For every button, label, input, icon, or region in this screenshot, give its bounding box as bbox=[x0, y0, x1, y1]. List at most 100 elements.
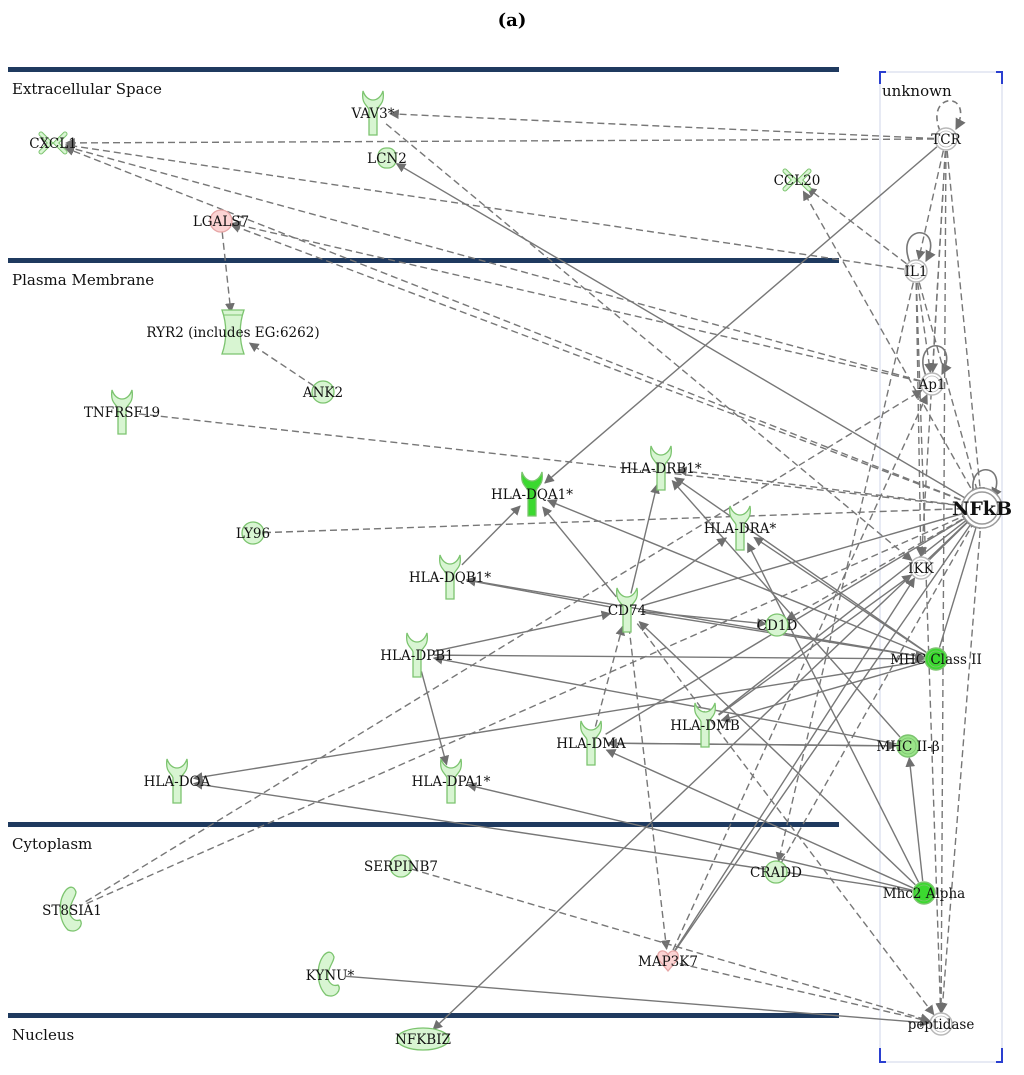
edge-mhc2a-hla_dra bbox=[747, 542, 920, 883]
node-ank2[interactable]: ANK2 bbox=[302, 380, 343, 404]
edge-hla_dpb1-hla_dpa1 bbox=[420, 671, 450, 766]
unknown-label: unknown bbox=[882, 82, 952, 100]
node-label: NFKBIZ bbox=[395, 1032, 451, 1048]
edge-mhc2a-mhciib bbox=[905, 756, 924, 882]
node-serpinb7[interactable]: SERPINB7 bbox=[364, 854, 438, 878]
edge-kynu-peptidase bbox=[345, 975, 931, 1028]
edge-hla_dma-mhciib bbox=[607, 740, 897, 751]
node-hla-dqa1[interactable]: HLA-DQA1* bbox=[491, 471, 573, 517]
node-mhciib[interactable]: MHC II-β bbox=[876, 734, 940, 758]
edge-mhciib-hla_dpb1 bbox=[432, 654, 897, 745]
edge-mhc2-hla_doa bbox=[192, 660, 925, 782]
node-label: MHC Class II bbox=[890, 652, 982, 668]
node-map3k7[interactable]: MAP3K7 bbox=[638, 950, 698, 973]
node-hla-drb1[interactable]: HLA-DRB1* bbox=[620, 445, 702, 491]
edge-map3k7-ap1 bbox=[672, 394, 928, 951]
edge-self-il1 bbox=[906, 231, 936, 264]
band-cytoplasm bbox=[8, 822, 839, 827]
edge-il1-cxcl1 bbox=[64, 141, 905, 270]
edge-tnfrsf19-nfkb bbox=[138, 413, 972, 511]
node-hla-dqb1[interactable]: HLA-DQB1* bbox=[409, 554, 491, 600]
edge-map3k7-nfkb bbox=[674, 517, 976, 952]
node-label: TCR bbox=[931, 132, 961, 148]
compartment-label-extracellular: Extracellular Space bbox=[12, 80, 162, 98]
edge-nfkb-hla_drb1 bbox=[676, 466, 971, 508]
node-il1[interactable]: IL1 bbox=[904, 259, 928, 283]
node-label: Ap1 bbox=[918, 377, 946, 393]
band-plasma bbox=[8, 258, 839, 263]
figure-label: (a) bbox=[498, 10, 527, 31]
edge-hla_dma-nfkb bbox=[605, 513, 973, 735]
node-label: IKK bbox=[908, 561, 934, 577]
node-cd1d[interactable]: CD1D bbox=[757, 613, 798, 637]
edge-il1-ccl20 bbox=[806, 187, 907, 265]
edge-cd74-hla_dra bbox=[640, 537, 728, 601]
edge-self-ap1 bbox=[922, 344, 952, 377]
node-ikk[interactable]: IKK bbox=[908, 556, 935, 580]
node-label: HLA-DPA1* bbox=[412, 774, 491, 790]
edge-nfkb-cxcl1 bbox=[64, 146, 972, 505]
edge-nfkb-cd1d bbox=[785, 513, 972, 621]
node-hla-dra[interactable]: HLA-DRA* bbox=[704, 505, 777, 551]
edge-map3k7-peptidase bbox=[679, 963, 931, 1025]
node-label: LCN2 bbox=[367, 151, 407, 167]
node-label: CRADD bbox=[750, 865, 802, 881]
node-lcn2[interactable]: LCN2 bbox=[367, 147, 407, 169]
edge-lgals7-ryr2 bbox=[221, 231, 235, 314]
node-label: HLA-DPB1 bbox=[380, 648, 453, 664]
node-label: LY96 bbox=[236, 526, 270, 542]
edge-ank2-ryr2 bbox=[248, 342, 315, 387]
frame-corner-tr bbox=[996, 71, 1003, 84]
node-mhc2a[interactable]: Mhc2 Alpha bbox=[883, 881, 965, 905]
node-tnfrsf19[interactable]: TNFRSF19 bbox=[84, 389, 160, 435]
node-label: Mhc2 Alpha bbox=[883, 886, 965, 902]
node-hla-dpa1[interactable]: HLA-DPA1* bbox=[412, 758, 491, 804]
node-cxcl1[interactable]: CXCL1 bbox=[29, 131, 77, 155]
node-nfkb[interactable]: NFkB bbox=[952, 487, 1012, 529]
compartment-label-plasma: Plasma Membrane bbox=[12, 271, 154, 289]
node-hla-dpb1[interactable]: HLA-DPB1 bbox=[380, 632, 454, 678]
edge-cd74-hla_dqb1 bbox=[465, 576, 611, 608]
edge-mhc2a-cd74 bbox=[638, 621, 916, 886]
edge-tcr-nfkb bbox=[946, 150, 985, 498]
edge-mhc2-hla_dqa1 bbox=[546, 499, 926, 656]
node-label: HLA-DMA bbox=[556, 736, 626, 752]
edge-cd74-mhc2 bbox=[643, 611, 926, 661]
node-ly96[interactable]: LY96 bbox=[236, 521, 270, 545]
node-hla-dma[interactable]: HLA-DMA bbox=[556, 720, 626, 766]
node-cd74[interactable]: CD74 bbox=[608, 587, 646, 633]
node-label: HLA-DQB1* bbox=[409, 570, 491, 586]
edge-cd74-peptidase bbox=[636, 623, 935, 1016]
node-tcr[interactable]: TCR bbox=[931, 127, 962, 151]
node-vav3[interactable]: VAV3* bbox=[351, 90, 395, 136]
node-label: IL1 bbox=[905, 264, 928, 280]
edge-mhc2-nfkb bbox=[938, 518, 981, 648]
edge-hla_dma-cd74 bbox=[594, 625, 625, 727]
node-st8sia1[interactable]: ST8SIA1 bbox=[42, 886, 102, 932]
frame-corner-tl bbox=[879, 71, 886, 84]
frame-corner-bl bbox=[879, 1048, 886, 1063]
edge-mhc2a-hla_dpa1 bbox=[466, 782, 913, 891]
node-hla-dmb[interactable]: HLA-DMB bbox=[670, 702, 740, 748]
node-cradd[interactable]: CRADD bbox=[750, 860, 802, 884]
edge-nfkb-ccl20 bbox=[802, 190, 977, 498]
node-ryr2[interactable]: RYR2 (includes EG:6262) bbox=[146, 309, 320, 355]
node-kynu[interactable]: KYNU* bbox=[306, 951, 355, 997]
edge-il1-nfkb bbox=[918, 282, 982, 498]
node-lgals7[interactable]: LGALS7 bbox=[193, 209, 249, 233]
node-ap1[interactable]: Ap1 bbox=[918, 372, 946, 396]
node-ccl20[interactable]: CCL20 bbox=[774, 168, 821, 192]
edge-ap1-lgals7 bbox=[230, 220, 921, 383]
node-mhc2[interactable]: MHC Class II bbox=[890, 647, 982, 671]
edge-tcr-il1 bbox=[915, 150, 945, 261]
node-hla-doa[interactable]: HLA-DOA bbox=[144, 758, 211, 804]
node-label: SERPINB7 bbox=[364, 859, 438, 875]
node-label: HLA-DOA bbox=[144, 774, 211, 790]
node-label: ANK2 bbox=[302, 385, 343, 401]
node-label: VAV3* bbox=[351, 106, 395, 122]
node-nfkbiz[interactable]: NFKBIZ bbox=[395, 1027, 451, 1051]
node-peptidase[interactable]: peptidase bbox=[908, 1012, 975, 1036]
edge-hla_dmb-nfkb bbox=[717, 514, 974, 716]
edge-il1-cradd bbox=[775, 282, 914, 863]
node-label: MHC II-β bbox=[876, 739, 939, 755]
